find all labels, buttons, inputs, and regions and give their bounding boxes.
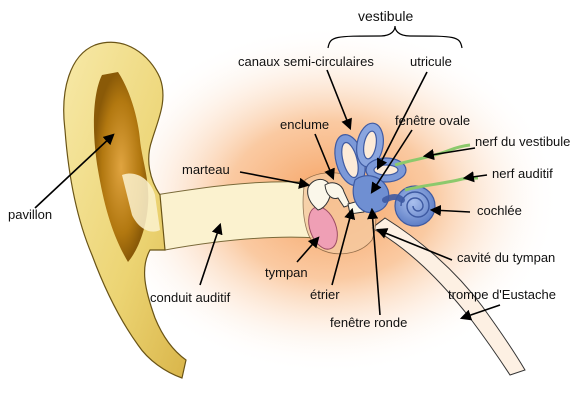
label-fenetre-ronde: fenêtre ronde bbox=[330, 315, 407, 331]
label-tympan: tympan bbox=[265, 265, 308, 281]
label-fenetre-ovale: fenêtre ovale bbox=[395, 113, 470, 129]
label-vestibule: vestibule bbox=[358, 8, 413, 24]
label-marteau: marteau bbox=[182, 162, 230, 178]
label-cavite-du-tympan: cavité du tympan bbox=[457, 250, 555, 266]
label-nerf-du-vestibule: nerf du vestibule bbox=[475, 134, 570, 150]
label-etrier: étrier bbox=[310, 287, 340, 303]
label-pavillon: pavillon bbox=[8, 207, 52, 223]
label-canaux-semi-circulaires: canaux semi-circulaires bbox=[238, 54, 374, 70]
label-utricule: utricule bbox=[410, 54, 452, 70]
label-enclume: enclume bbox=[280, 117, 329, 133]
label-trompe-d-eustache: trompe d'Eustache bbox=[448, 287, 556, 303]
label-cochlee: cochlée bbox=[477, 203, 522, 219]
label-nerf-auditif: nerf auditif bbox=[492, 166, 553, 182]
label-conduit-auditif: conduit auditif bbox=[150, 290, 230, 306]
